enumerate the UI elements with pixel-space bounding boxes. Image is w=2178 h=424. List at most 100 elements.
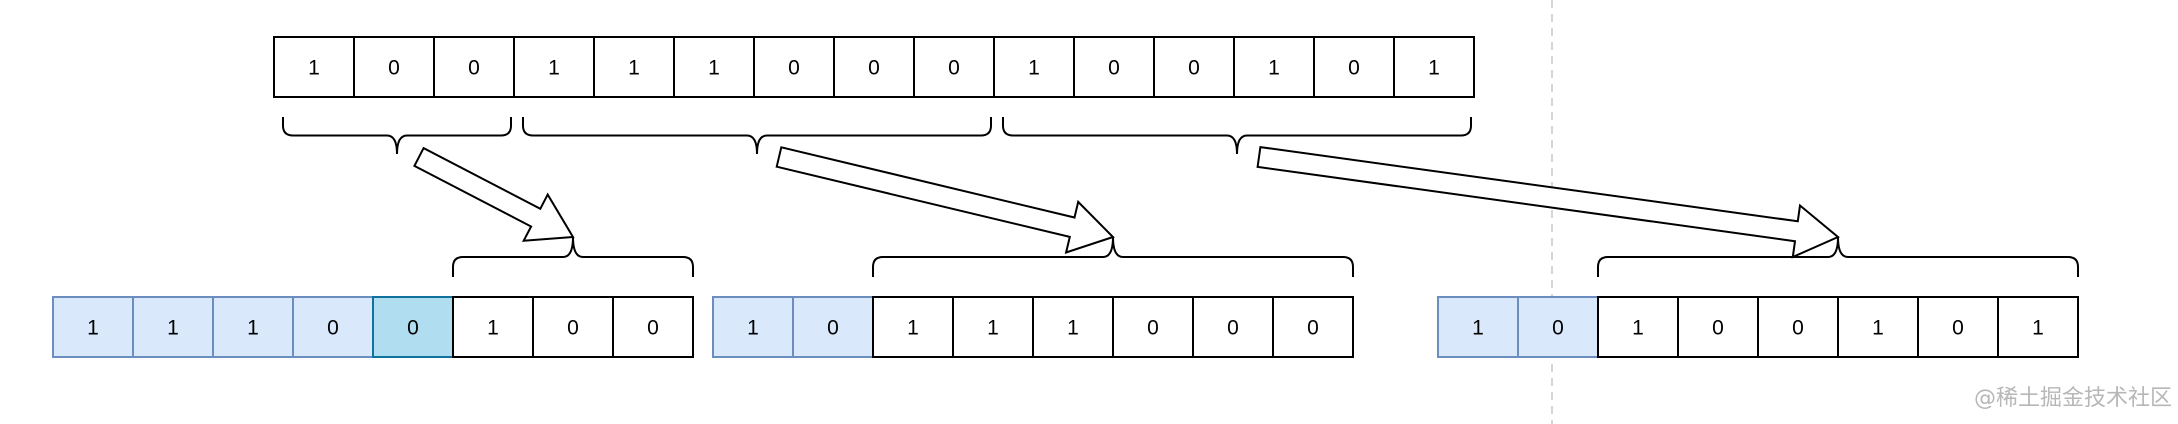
bit-cell-box <box>433 36 515 98</box>
bit-value: 1 <box>308 57 320 80</box>
source-group-brace <box>282 117 512 155</box>
result-group-braces <box>452 236 2079 277</box>
result-group-brace <box>1597 236 2079 277</box>
bit-value: 0 <box>1227 317 1239 340</box>
result-bit-cell: 0 <box>532 296 614 358</box>
bit-value: 1 <box>1872 317 1884 340</box>
result-bit-row: 1 1 1 0 0 1 0 0 <box>52 296 694 358</box>
source-bit-cell: 0 <box>1073 36 1155 98</box>
result-bit-cell: 0 <box>1192 296 1274 358</box>
bit-value: 1 <box>747 317 759 340</box>
bit-value: 0 <box>1307 317 1319 340</box>
result-bit-cell: 1 <box>452 296 534 358</box>
result-bit-cell: 1 <box>872 296 954 358</box>
result-bit-cell: 0 <box>1272 296 1354 358</box>
padding-bit-cell: 0 <box>792 296 874 358</box>
source-bit-cell: 0 <box>833 36 915 98</box>
bit-value: 0 <box>327 317 339 340</box>
result-group-brace <box>872 236 1354 277</box>
bit-cell-box <box>1597 296 1679 358</box>
source-group-braces <box>282 117 1472 155</box>
result-group-brace <box>452 236 694 277</box>
bit-value: 1 <box>487 317 499 340</box>
bit-value: 1 <box>907 317 919 340</box>
bit-cell-box <box>1272 296 1354 358</box>
bit-cell-box <box>1437 296 1519 358</box>
source-bit-cell: 1 <box>673 36 755 98</box>
bit-value: 1 <box>1632 317 1644 340</box>
bit-cell-box <box>1677 296 1759 358</box>
block-arrow <box>1256 145 1840 259</box>
bit-value: 0 <box>1792 317 1804 340</box>
bit-value: 0 <box>567 317 579 340</box>
bit-cell-box <box>1112 296 1194 358</box>
source-bit-cell: 1 <box>1233 36 1315 98</box>
bit-cell-box <box>212 296 294 358</box>
bit-cell-box <box>1837 296 1919 358</box>
bit-value: 1 <box>167 317 179 340</box>
bit-value: 0 <box>1188 57 1200 80</box>
bit-value: 1 <box>1268 57 1280 80</box>
result-bit-cell: 0 <box>1917 296 1999 358</box>
bit-value: 1 <box>1028 57 1040 80</box>
bit-cell-box <box>1313 36 1395 98</box>
bit-cell-box <box>993 36 1075 98</box>
bit-cell-box <box>952 296 1034 358</box>
result-bit-cell: 0 <box>1112 296 1194 358</box>
bit-value: 1 <box>87 317 99 340</box>
padding-bit-cell: 0 <box>1517 296 1599 358</box>
padding-bit-cell: 1 <box>132 296 214 358</box>
watermark: @稀土掘金技术社区 <box>1973 386 2172 411</box>
result-bit-cell: 1 <box>1597 296 1679 358</box>
source-bit-cell: 0 <box>1313 36 1395 98</box>
bit-cell-box <box>353 36 435 98</box>
bit-cell-box <box>1192 296 1274 358</box>
block-arrow <box>413 146 575 242</box>
padding-bit-cell: 0 <box>372 296 454 358</box>
source-bit-cell: 1 <box>513 36 595 98</box>
bit-cell-box <box>1917 296 1999 358</box>
block-arrow <box>775 146 1115 255</box>
source-group-brace <box>1002 117 1472 155</box>
bit-cell-box <box>1757 296 1839 358</box>
bit-value: 0 <box>868 57 880 80</box>
padding-bit-cell: 1 <box>212 296 294 358</box>
bit-value: 0 <box>1348 57 1360 80</box>
bit-value: 1 <box>708 57 720 80</box>
bit-value: 0 <box>827 317 839 340</box>
padding-bit-cell: 1 <box>712 296 794 358</box>
bit-cell-box <box>1032 296 1114 358</box>
bit-value: 0 <box>647 317 659 340</box>
bit-value: 1 <box>1067 317 1079 340</box>
bit-cell-box <box>913 36 995 98</box>
result-bit-cell: 1 <box>1032 296 1114 358</box>
bit-cell-box <box>712 296 794 358</box>
bit-value: 1 <box>2032 317 2044 340</box>
bit-cell-box <box>1073 36 1155 98</box>
bit-value: 1 <box>548 57 560 80</box>
bit-value: 0 <box>1552 317 1564 340</box>
bit-value: 0 <box>388 57 400 80</box>
bit-cell-box <box>452 296 534 358</box>
result-bit-cell: 0 <box>612 296 694 358</box>
result-bit-cell: 1 <box>952 296 1034 358</box>
bit-value: 0 <box>1712 317 1724 340</box>
bit-value: 0 <box>948 57 960 80</box>
bit-value: 1 <box>987 317 999 340</box>
result-bit-cell: 0 <box>1757 296 1839 358</box>
source-bit-cell: 1 <box>273 36 355 98</box>
result-bit-cell: 1 <box>1837 296 1919 358</box>
source-bit-cell: 0 <box>433 36 515 98</box>
source-bit-cell: 1 <box>1393 36 1475 98</box>
bit-cell-box <box>1997 296 2079 358</box>
source-bit-cell: 0 <box>913 36 995 98</box>
bit-value: 0 <box>1108 57 1120 80</box>
result-bit-row: 1 0 1 1 1 0 0 0 <box>712 296 1354 358</box>
source-bit-cell: 0 <box>353 36 435 98</box>
bit-value: 0 <box>1952 317 1964 340</box>
bit-value: 1 <box>247 317 259 340</box>
